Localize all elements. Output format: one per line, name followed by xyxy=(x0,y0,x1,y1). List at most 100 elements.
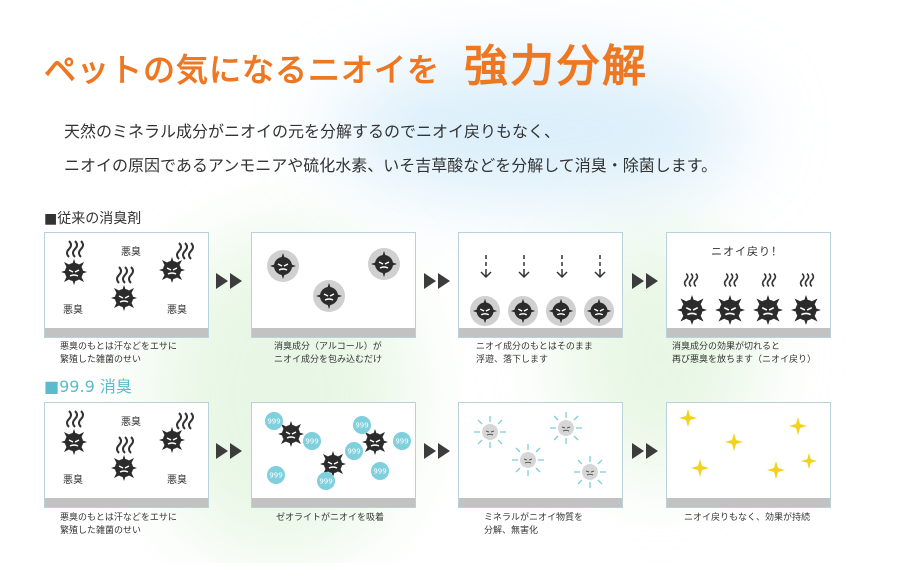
conventional-caption-1: 悪臭のもとは汗などをエサに 繁殖した雑菌のせい xyxy=(60,341,177,367)
caption-line: ゼオライトがニオイを吸着 xyxy=(276,513,385,523)
conventional-panel-4: ニオイ戻り！ xyxy=(666,232,831,338)
germ-icon xyxy=(159,427,185,453)
germ-icon xyxy=(61,259,87,285)
stink-wave-icon xyxy=(116,266,134,284)
conventional-panel-3 xyxy=(458,232,623,338)
germ-icon xyxy=(362,429,388,455)
conventional-caption-3: ニオイ成分のもとはそのまま 浮遊、落下します xyxy=(476,341,593,367)
zeolite-label: 999 xyxy=(347,448,360,456)
floor xyxy=(252,328,415,337)
product-panel-1: 悪臭 悪臭 悪臭 xyxy=(44,402,209,508)
zeolite-label: 999 xyxy=(373,468,386,476)
caption-line: 悪臭のもとは汗などをエサに xyxy=(60,513,177,523)
double-arrow-icon xyxy=(216,273,242,289)
germ-icon xyxy=(320,451,346,477)
sparkle-icon xyxy=(679,409,697,427)
caption-line: 消臭成分の効果が切れると xyxy=(672,342,781,352)
zeolite-ball-icon: 999 xyxy=(371,462,389,480)
double-arrow-icon xyxy=(632,273,658,289)
conventional-panel-1: 悪臭 悪臭 悪臭 xyxy=(44,232,209,338)
zeolite-label: 999 xyxy=(319,478,332,486)
stink-wave-icon xyxy=(176,242,194,260)
zeolite-ball-icon: 999 xyxy=(393,432,411,450)
caption-line: ニオイ成分のもとはそのまま xyxy=(476,342,593,352)
stench-label: 悪臭 xyxy=(167,305,187,316)
wrapped-germ-icon xyxy=(368,248,400,280)
floor xyxy=(459,328,622,337)
zeolite-label: 999 xyxy=(395,438,408,446)
stink-wave-icon xyxy=(176,412,194,430)
conventional-caption-4: 消臭成分の効果が切れると 再び悪臭を放ちます（ニオイ戻り） xyxy=(672,341,816,367)
stink-wave-icon xyxy=(66,410,84,428)
conventional-section-label: ■従来の消臭剤 xyxy=(44,211,142,227)
caption-line: 再び悪臭を放ちます（ニオイ戻り） xyxy=(672,355,817,365)
zeolite-label: 999 xyxy=(269,472,282,480)
caption-line: 繁殖した雑菌のせい xyxy=(60,526,142,536)
floor xyxy=(45,498,208,507)
product-panel-2: 999 999 999 999 999 999 999 999 xyxy=(251,402,416,508)
germ-icon xyxy=(159,257,185,283)
product-caption-4: ニオイ戻りもなく、効果が持続 xyxy=(684,512,810,525)
down-arrow-icon xyxy=(594,255,606,279)
down-arrow-icon xyxy=(518,255,530,279)
stink-wave-icon xyxy=(66,240,84,258)
stink-wave-icon xyxy=(683,273,699,287)
wrapped-germ-icon xyxy=(313,280,345,312)
caption-line: ニオイ戻りもなく、効果が持続 xyxy=(684,513,811,523)
germ-icon xyxy=(791,295,821,325)
mineral-burst-icon xyxy=(512,444,544,476)
germ-icon xyxy=(715,295,745,325)
zeolite-label: 999 xyxy=(355,422,368,430)
mineral-burst-icon xyxy=(550,412,582,444)
caption-line: 悪臭のもとは汗などをエサに xyxy=(60,342,177,352)
zeolite-ball-icon: 999 xyxy=(317,472,335,490)
wrapped-germ-icon xyxy=(507,295,539,327)
caption-line: 浮遊、落下します xyxy=(476,355,549,365)
sparkle-icon xyxy=(801,453,817,469)
caption-line: 分解、無害化 xyxy=(484,526,539,536)
germ-icon xyxy=(753,295,783,325)
sparkle-icon xyxy=(691,459,709,477)
title-emphasis: 強力分解 xyxy=(464,41,649,92)
product-panel-3 xyxy=(458,402,623,508)
germ-icon xyxy=(278,421,304,447)
down-arrow-icon xyxy=(480,255,492,279)
zeolite-label: 999 xyxy=(305,438,318,446)
caption-line: 繁殖した雑菌のせい xyxy=(60,355,142,365)
stink-wave-icon xyxy=(761,273,777,287)
floor xyxy=(252,498,415,507)
zeolite-ball-icon: 999 xyxy=(345,442,363,460)
product-panel-4 xyxy=(666,402,831,508)
floor xyxy=(45,328,208,337)
odor-return-label: ニオイ戻り！ xyxy=(711,245,783,258)
conventional-panel-2 xyxy=(251,232,416,338)
description-line-2: ニオイの原因であるアンモニアや硫化水素、いそ吉草酸などを分解して消臭・除菌します… xyxy=(64,156,718,175)
zeolite-ball-icon: 999 xyxy=(353,416,371,434)
product-caption-3: ミネラルがニオイ物質を 分解、無害化 xyxy=(484,512,583,538)
stench-label: 悪臭 xyxy=(121,417,141,428)
double-arrow-icon xyxy=(632,443,658,459)
caption-line: ニオイ成分を包み込むだけ xyxy=(274,355,383,365)
zeolite-ball-icon: 999 xyxy=(265,412,283,430)
double-arrow-icon xyxy=(424,443,450,459)
stink-wave-icon xyxy=(723,273,739,287)
zeolite-ball-icon: 999 xyxy=(267,466,285,484)
germ-icon xyxy=(61,429,87,455)
caption-line: ミネラルがニオイ物質を xyxy=(484,513,584,523)
product-caption-2: ゼオライトがニオイを吸着 xyxy=(276,512,384,525)
wrapped-germ-icon xyxy=(267,250,299,282)
double-arrow-icon xyxy=(216,443,242,459)
zeolite-ball-icon: 999 xyxy=(303,432,321,450)
sparkle-icon xyxy=(725,433,743,451)
mineral-burst-icon xyxy=(474,416,506,448)
page-title: ペットの気になるニオイを強力分解 xyxy=(44,30,648,94)
stink-wave-icon xyxy=(116,436,134,454)
stench-label: 悪臭 xyxy=(121,247,141,258)
germ-icon xyxy=(111,455,137,481)
stench-label: 悪臭 xyxy=(63,305,83,316)
conventional-caption-2: 消臭成分（アルコール）が ニオイ成分を包み込むだけ xyxy=(274,341,382,367)
product-section-label: ■99.9 消臭 xyxy=(44,377,132,396)
sparkle-icon xyxy=(789,417,807,435)
wrapped-germ-icon xyxy=(583,295,615,327)
stench-label: 悪臭 xyxy=(167,475,187,486)
